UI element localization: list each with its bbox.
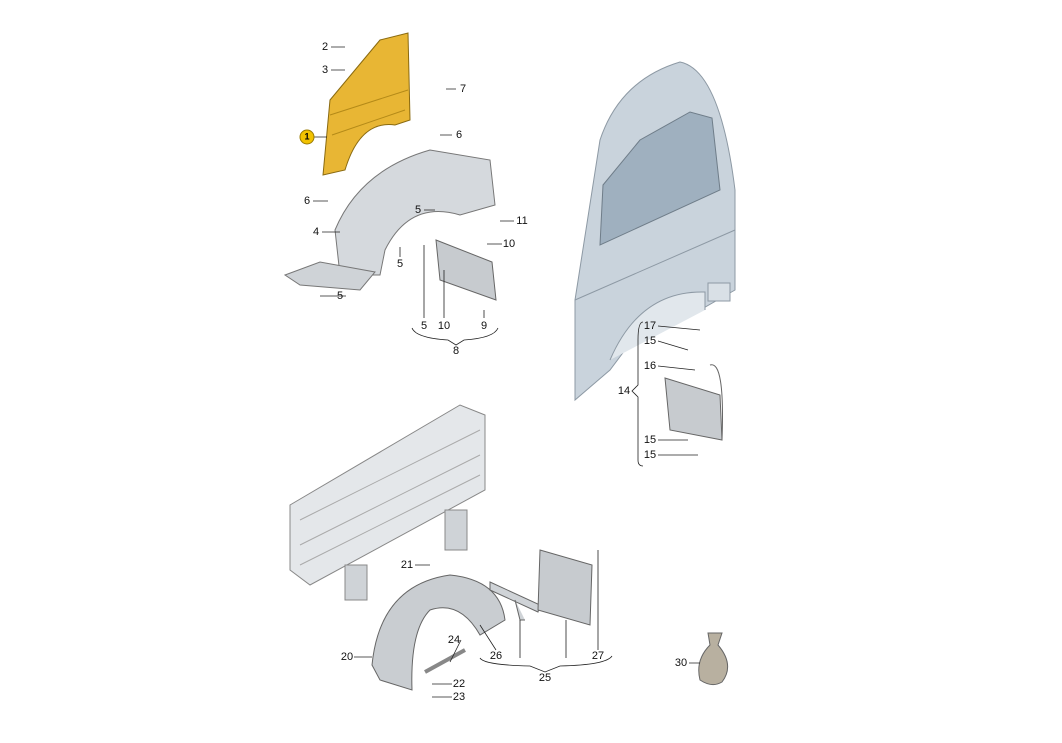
callout-23[interactable]: 23 — [452, 691, 466, 703]
callout-2[interactable]: 2 — [321, 41, 329, 53]
truck-platform — [289, 404, 486, 601]
callout-7[interactable]: 7 — [459, 83, 467, 95]
callout-15[interactable]: 15 — [643, 335, 657, 347]
rear-mud-flap — [664, 364, 723, 441]
callout-20[interactable]: 20 — [340, 651, 354, 663]
callout-8[interactable]: 8 — [452, 345, 460, 357]
leader-lines — [313, 46, 701, 698]
rear-wheel-arch — [371, 574, 506, 691]
callout-5[interactable]: 5 — [396, 258, 404, 270]
rear-mudguard-plate — [489, 549, 593, 626]
callout-26[interactable]: 26 — [489, 650, 503, 662]
wheel-housing-liner — [283, 149, 496, 291]
callout-1-highlighted[interactable]: 1 — [299, 129, 315, 145]
callout-11[interactable]: 11 — [516, 215, 528, 227]
callout-30[interactable]: 30 — [674, 657, 688, 669]
callout-6[interactable]: 6 — [455, 129, 463, 141]
callout-5[interactable]: 5 — [414, 204, 422, 216]
callout-21[interactable]: 21 — [400, 559, 414, 571]
parts-bag — [698, 632, 729, 686]
callout-5[interactable]: 5 — [336, 290, 344, 302]
callout-5[interactable]: 5 — [420, 320, 428, 332]
callout-14[interactable]: 14 — [617, 385, 631, 397]
callout-10[interactable]: 10 — [437, 320, 451, 332]
front-mud-flap — [435, 239, 497, 301]
callout-10[interactable]: 10 — [502, 238, 516, 250]
callout-15[interactable]: 15 — [643, 434, 657, 446]
callout-9[interactable]: 9 — [480, 320, 488, 332]
van-rear-body — [574, 61, 736, 402]
callout-15[interactable]: 15 — [643, 449, 657, 461]
callout-6[interactable]: 6 — [303, 195, 311, 207]
front-wing-panel — [322, 32, 411, 176]
callout-27[interactable]: 27 — [591, 650, 605, 662]
callout-17[interactable]: 17 — [643, 320, 657, 332]
callout-16[interactable]: 16 — [643, 360, 657, 372]
callout-4[interactable]: 4 — [312, 226, 320, 238]
callout-25[interactable]: 25 — [538, 672, 552, 684]
callout-22[interactable]: 22 — [452, 678, 466, 690]
callout-3[interactable]: 3 — [321, 64, 329, 76]
callout-24[interactable]: 24 — [447, 634, 461, 646]
